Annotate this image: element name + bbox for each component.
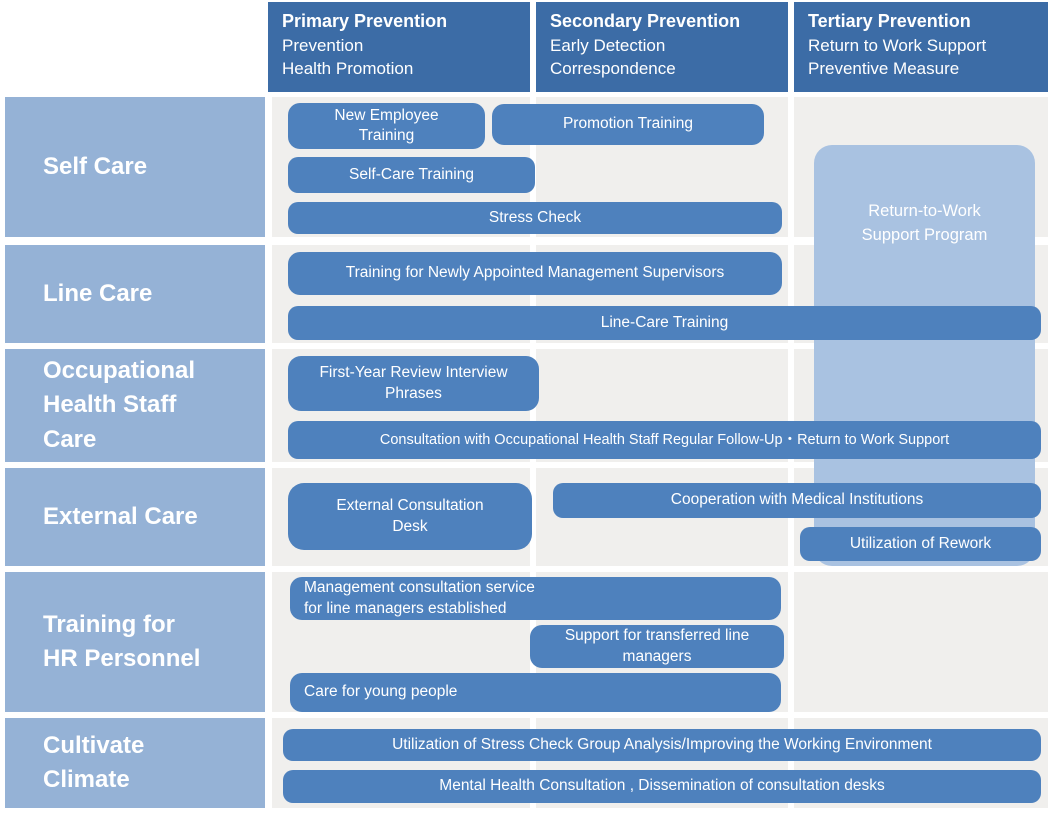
program-bar-stress-check-group-analysis: Utilization of Stress Check Group Analys… — [283, 729, 1041, 761]
program-bar-training-newly-appointed-management-supervisors: Training for Newly Appointed Management … — [288, 252, 782, 295]
header-subtitle: Preventive Measure — [808, 59, 960, 79]
program-bar-management-consultation-service: Management consultation service for line… — [290, 577, 781, 620]
header-subtitle: Prevention — [282, 35, 364, 55]
program-bar-new-employee-training: New Employee Training — [288, 103, 485, 149]
program-bar-consultation-occupational-health-staff: Consultation with Occupational Health St… — [288, 421, 1041, 459]
program-bar-care-for-young-people: Care for young people — [290, 673, 781, 712]
program-bar-utilization-of-rework: Utilization of Rework — [800, 527, 1041, 561]
header-primary-prevention: Primary Prevention Prevention Health Pro… — [268, 2, 530, 92]
program-bar-promotion-training: Promotion Training — [492, 104, 764, 145]
program-bar-cooperation-with-medical-institutions: Cooperation with Medical Institutions — [553, 483, 1041, 518]
program-bar-mental-health-consultation: Mental Health Consultation , Disseminati… — [283, 770, 1041, 803]
header-subtitle: Correspondence — [550, 59, 676, 79]
header-subtitle: Health Promotion — [282, 59, 414, 79]
row-label-external-care: External Care — [5, 468, 265, 566]
header-subtitle: Early Detection — [550, 35, 666, 55]
header-secondary-prevention: Secondary Prevention Early Detection Cor… — [536, 2, 788, 92]
row-label-occupational-health-staff-care: Occupational Health Staff Care — [5, 349, 265, 462]
header-title: Secondary Prevention — [550, 11, 741, 31]
header-subtitle: Return to Work Support — [808, 35, 987, 55]
program-bar-support-transferred-line-managers: Support for transferred line managers — [530, 625, 784, 668]
program-bar-line-care-training: Line-Care Training — [288, 306, 1041, 340]
row-label-line-care: Line Care — [5, 245, 265, 343]
program-bar-external-consultation-desk: External Consultation Desk — [288, 483, 532, 550]
grid-cell — [794, 572, 1048, 712]
header-tertiary-prevention: Tertiary Prevention Return to Work Suppo… — [794, 2, 1048, 92]
program-bar-stress-check: Stress Check — [288, 202, 782, 234]
program-bar-first-year-review-interview-phrases: First-Year Review Interview Phrases — [288, 356, 539, 411]
header-title: Primary Prevention — [282, 11, 448, 31]
program-bar-self-care-training: Self-Care Training — [288, 157, 535, 193]
row-label-cultivate-climate: Cultivate Climate — [5, 718, 265, 808]
row-label-self-care: Self Care — [5, 97, 265, 237]
header-title: Tertiary Prevention — [808, 11, 971, 31]
row-label-training-for-hr-personnel: Training for HR Personnel — [5, 572, 265, 712]
